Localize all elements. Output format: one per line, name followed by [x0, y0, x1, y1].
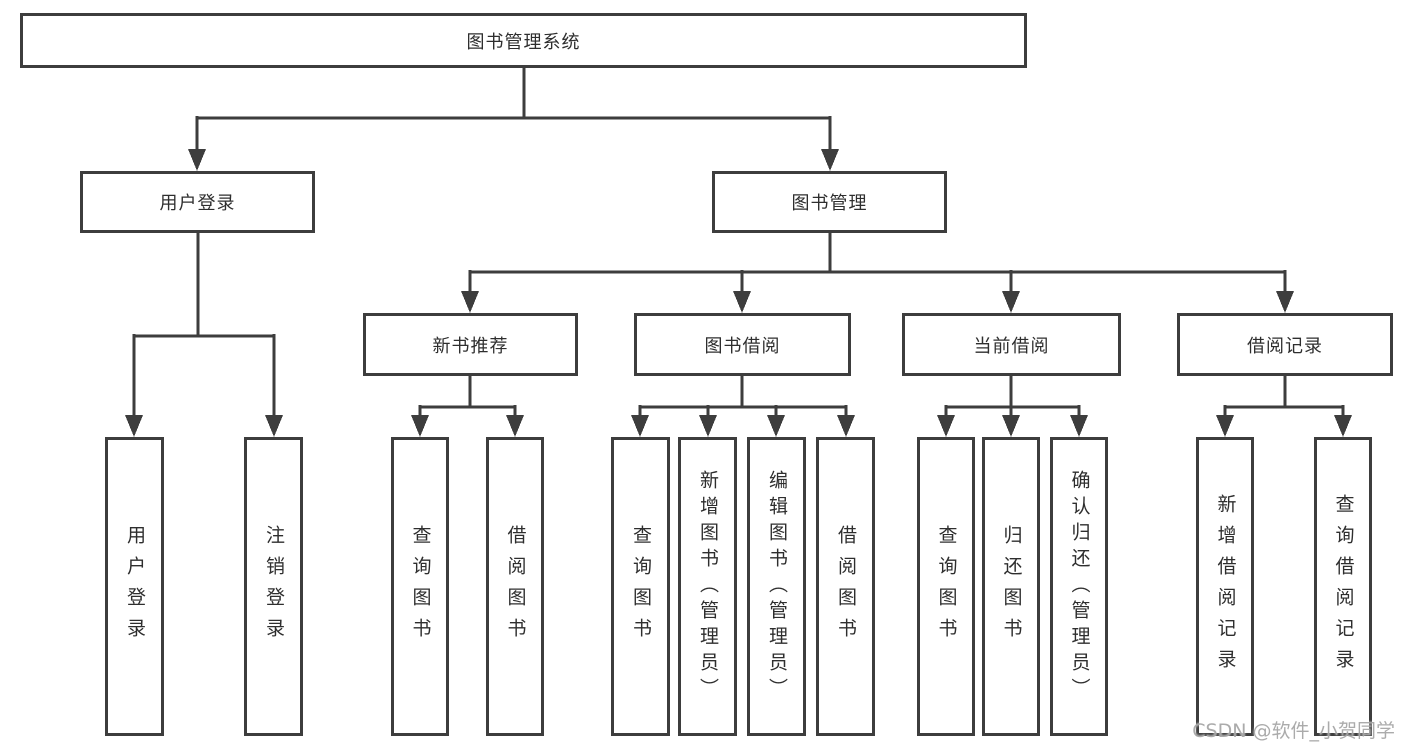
leaf-borrowing-borrow-books: 借阅图书	[816, 437, 875, 736]
leaf-recommend-borrow-books: 借阅图书	[486, 437, 544, 736]
leaf-borrowing-query-books-label: 查询图书	[630, 524, 652, 649]
leaf-user-login: 用户登录	[105, 437, 164, 736]
node-user-login-label: 用户登录	[159, 193, 236, 214]
node-book-management-label: 图书管理	[791, 193, 868, 214]
leaf-user-login-label: 用户登录	[124, 524, 146, 649]
leaf-return-books: 归还图书	[982, 437, 1040, 736]
leaf-query-borrow-record-label: 查询借阅记录	[1332, 493, 1355, 680]
leaf-confirm-return-admin: 确认归还（管理员）	[1050, 437, 1108, 736]
node-user-login: 用户登录	[80, 171, 315, 233]
leaf-recommend-borrow-books-label: 借阅图书	[504, 524, 527, 649]
leaf-recommend-query-books-label: 查询图书	[409, 524, 432, 649]
node-book-management: 图书管理	[712, 171, 947, 233]
leaf-query-borrow-record: 查询借阅记录	[1314, 437, 1372, 736]
leaf-add-borrow-record-label: 新增借阅记录	[1214, 493, 1237, 680]
csdn-watermark: CSDN @软件_小贺同学	[1192, 720, 1395, 742]
leaf-borrowing-query-books: 查询图书	[611, 437, 670, 736]
node-borrowing-records-label: 借阅记录	[1247, 335, 1323, 357]
leaf-logout: 注销登录	[244, 437, 303, 736]
leaf-borrowing-borrow-books-label: 借阅图书	[835, 524, 857, 649]
leaf-recommend-query-books: 查询图书	[391, 437, 449, 736]
leaf-logout-label: 注销登录	[263, 524, 285, 649]
node-current-borrowing: 当前借阅	[902, 313, 1121, 376]
leaf-add-books-admin-label: 新增图书（管理员）	[697, 469, 719, 704]
node-root-label: 图书管理系统	[466, 31, 581, 53]
leaf-edit-books-admin-label: 编辑图书（管理员）	[766, 469, 788, 704]
leaf-current-query-books-label: 查询图书	[935, 524, 958, 649]
node-current-borrowing-label: 当前借阅	[973, 335, 1050, 357]
node-book-borrowing: 图书借阅	[634, 313, 851, 376]
node-root: 图书管理系统	[20, 13, 1027, 68]
leaf-current-query-books: 查询图书	[917, 437, 975, 736]
node-new-book-recommend: 新书推荐	[363, 313, 578, 376]
node-borrowing-records: 借阅记录	[1177, 313, 1393, 376]
leaf-add-borrow-record: 新增借阅记录	[1196, 437, 1254, 736]
leaf-edit-books-admin: 编辑图书（管理员）	[747, 437, 806, 736]
leaf-return-books-label: 归还图书	[1000, 524, 1023, 649]
leaf-confirm-return-admin-label: 确认归还（管理员）	[1068, 469, 1091, 704]
node-new-book-recommend-label: 新书推荐	[432, 335, 509, 357]
node-book-borrowing-label: 图书借阅	[704, 335, 781, 357]
leaf-add-books-admin: 新增图书（管理员）	[678, 437, 737, 736]
